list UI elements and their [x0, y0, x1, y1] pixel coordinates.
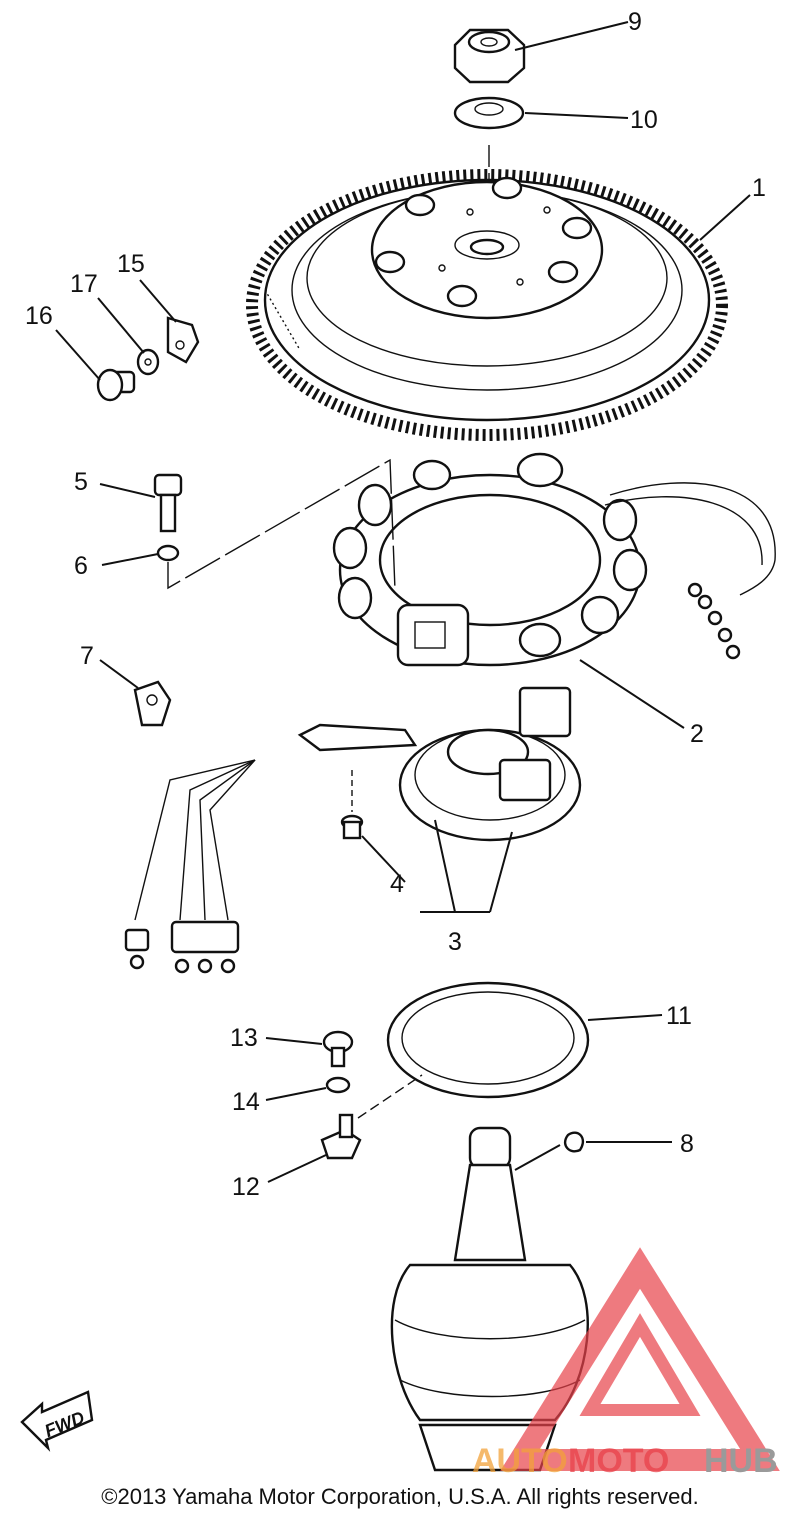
part-10-washer	[453, 96, 525, 130]
part-16-bolt	[96, 368, 136, 402]
callout-6: 6	[74, 552, 88, 580]
callout-5: 5	[74, 468, 88, 496]
part-11-ring	[386, 981, 590, 1099]
part-2-stator	[332, 452, 776, 667]
part-1-flywheel	[246, 169, 728, 441]
callout-2: 2	[690, 720, 704, 748]
part-4-screw	[340, 814, 364, 840]
watermark-text: AUTO MOTO HUB	[472, 1442, 778, 1480]
part-12-bracket	[320, 1113, 362, 1160]
callout-1: 1	[752, 174, 766, 202]
watermark-auto: AUTO	[472, 1442, 568, 1480]
part-15-clip	[166, 316, 200, 364]
fwd-arrow: FWD	[20, 1390, 94, 1452]
callout-14: 14	[232, 1088, 260, 1116]
callout-9: 9	[628, 8, 642, 36]
callout-8: 8	[680, 1130, 694, 1158]
callout-16: 16	[25, 302, 53, 330]
watermark-moto: MOTO	[568, 1442, 669, 1480]
callout-15: 15	[117, 250, 145, 278]
part-13-screw	[322, 1030, 354, 1068]
crankshaft	[390, 1126, 589, 1472]
part-8-key	[563, 1131, 585, 1153]
part-9-nut	[453, 28, 526, 84]
automotohub-watermark	[500, 1247, 780, 1471]
callout-13: 13	[230, 1024, 258, 1052]
callout-4: 4	[390, 870, 404, 898]
callout-11: 11	[666, 1002, 692, 1030]
part-14-washer	[325, 1076, 351, 1094]
callout-12: 12	[232, 1173, 260, 1201]
callout-7: 7	[80, 642, 94, 670]
part-6-washer	[156, 544, 180, 562]
part-3-pulser-assembly	[124, 686, 582, 974]
callout-10: 10	[630, 106, 658, 134]
copyright-notice: ©2013 Yamaha Motor Corporation, U.S.A. A…	[101, 1484, 699, 1509]
part-5-bolt	[153, 473, 183, 533]
part-7-plate	[133, 680, 172, 727]
part-17-washer	[136, 348, 160, 376]
watermark-hub: HUB	[704, 1442, 778, 1480]
callout-17: 17	[70, 270, 98, 298]
callout-3: 3	[448, 928, 462, 956]
